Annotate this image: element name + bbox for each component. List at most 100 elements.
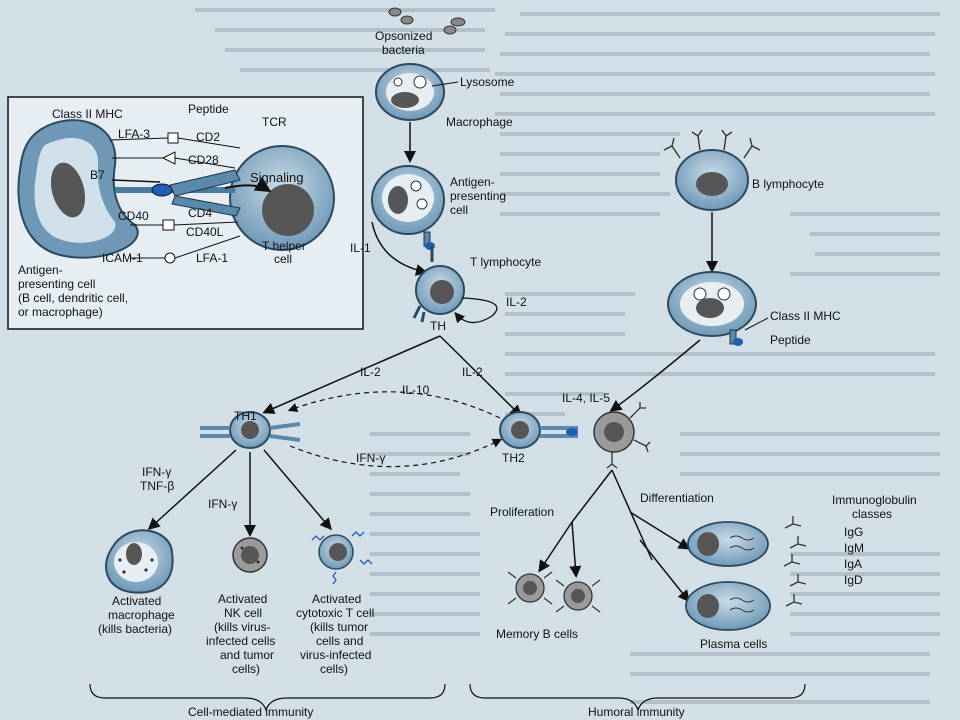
ifn-gamma-nk-label: IFN-γ [208,497,237,511]
act-nk-label-4: infected cells [206,634,275,648]
lysosome-label: Lysosome [460,75,515,89]
signaling-arrow [224,176,272,193]
activated-nk-cell [232,537,268,573]
th1-cell [200,411,301,449]
apc-label-1: Antigen- [450,175,495,189]
activated-macrophage-cell [105,529,174,594]
opsonized-label-2: bacteria [382,43,425,57]
tcr-shape [169,169,241,197]
inset-signaling-label: Signaling [250,170,304,185]
immunoglobulin-label-2: classes [852,507,892,521]
act-ct-label-3: (kills tumor [310,620,368,634]
cd40-square-icon [162,219,175,231]
act-ct-label-2: cytotoxic T cell [296,606,374,620]
differentiation-label: Differentiation [640,491,714,505]
th1-to-cytotoxic-arrow [263,449,332,531]
lysosome-pointer [431,81,459,87]
act-nk-label-5: and tumor [220,648,274,662]
inset-cd4-label: CD4 [188,206,212,220]
act-ct-label-5: virus-infected [300,648,371,662]
act-nk-label-3: (kills virus- [214,620,271,634]
th-label: TH [430,319,446,333]
peptide-icon [151,183,173,197]
inset-class-ii-mhc-label: Class II MHC [52,107,123,121]
act-nk-label-1: Activated [218,592,267,606]
memory-b-cell-2 [555,579,601,613]
th1-to-macrophage-arrow [147,449,237,531]
inset-peptide-label: Peptide [188,102,229,116]
b-class-ii-mhc-label: Class II MHC [770,309,841,323]
memory-b-cells-label: Memory B cells [496,627,578,641]
t-lymphocyte-label: T lymphocyte [470,255,541,269]
act-nk-label-2: NK cell [224,606,262,620]
b-lymphocyte-cell [663,129,761,211]
antibody-icons [783,516,807,607]
apc-label-3: cell [450,203,468,217]
th-to-th1-arrow [262,335,441,414]
cell-mediated-label: Cell-mediated immunity [188,705,313,719]
igd-label: IgD [844,573,863,587]
ifn-gamma-mid-label: IFN-γ [356,451,385,465]
inset-lfa1-label: LFA-1 [196,251,228,265]
il4-il5-label: IL-4, IL-5 [562,391,610,405]
il1-arrow [371,221,428,276]
act-ct-label-4: cells and [316,634,363,648]
lfa1-line [174,235,241,259]
cd28-line [174,157,236,169]
b-lymphocyte-label: B lymphocyte [752,177,824,191]
act-mac-label-1: Activated [112,594,161,608]
th1-label: TH1 [234,409,257,423]
act-mac-label-2: macrophage [108,608,175,622]
b-diff-line [611,469,653,561]
igg-label: IgG [844,525,863,539]
il10-label: IL-10 [402,383,430,397]
act-ct-label-6: cells) [320,662,348,676]
plasma-cell-2 [685,581,771,631]
ifn-tnf-label-1: IFN-γ [142,465,171,479]
inset-apc-thelper-box: Class II MHC Peptide TCR LFA-3 CD2 CD28 … [7,96,364,330]
lfa3-line [109,137,169,141]
inset-b7-label: B7 [90,168,105,182]
inset-t-helper-label-2: cell [274,252,292,266]
bleed-through-text [195,8,940,704]
t-helper-nucleus [262,184,314,236]
apc-label-2: presenting [450,189,506,203]
il1-label: IL-1 [350,241,371,255]
b-branch-line [571,469,613,523]
opsonized-label-1: Opsonized [375,29,432,43]
to-memory-1-arrow [538,521,573,573]
cell-mediated-bracket [89,683,446,712]
th2-label: TH2 [502,451,525,465]
il2-loop-arrow [454,297,498,324]
b-cell-presenting [667,271,757,346]
activated-b-cell [593,402,651,469]
proliferation-label: Proliferation [490,505,554,519]
cd4-shape [171,195,241,217]
opsonized-bacteria-group [388,7,466,35]
inset-tcr-label: TCR [262,115,287,129]
inset-cd28-label: CD28 [188,153,219,167]
cd2-line [177,137,241,149]
humoral-bracket [469,683,806,712]
il2-loop-label: IL-2 [506,295,527,309]
t-lymphocyte-cell [412,246,465,323]
humoral-label: Humoral immunity [588,705,685,719]
to-memory-2-arrow [569,521,582,578]
inset-apc-label-2: presenting cell [18,277,95,291]
b7-cd28-connector [111,179,161,183]
inset-lfa3-label: LFA-3 [118,127,150,141]
cd40l-line [173,221,239,226]
inset-apc-label-4: or macrophage) [18,305,103,319]
iga-label: IgA [844,557,862,571]
igm-label: IgM [844,541,864,555]
to-plasma-1-arrow [629,511,691,550]
th-to-th2-arrow [439,335,523,418]
activated-cytotoxic-t-cell [311,531,373,585]
il2-right-label: IL-2 [462,365,483,379]
lfa3-square-icon [167,132,179,144]
ifn-tnf-label-2: TNF-β [140,479,174,493]
macrophage-label: Macrophage [446,115,513,129]
ifn-gamma-dashed-arrow [289,438,503,468]
